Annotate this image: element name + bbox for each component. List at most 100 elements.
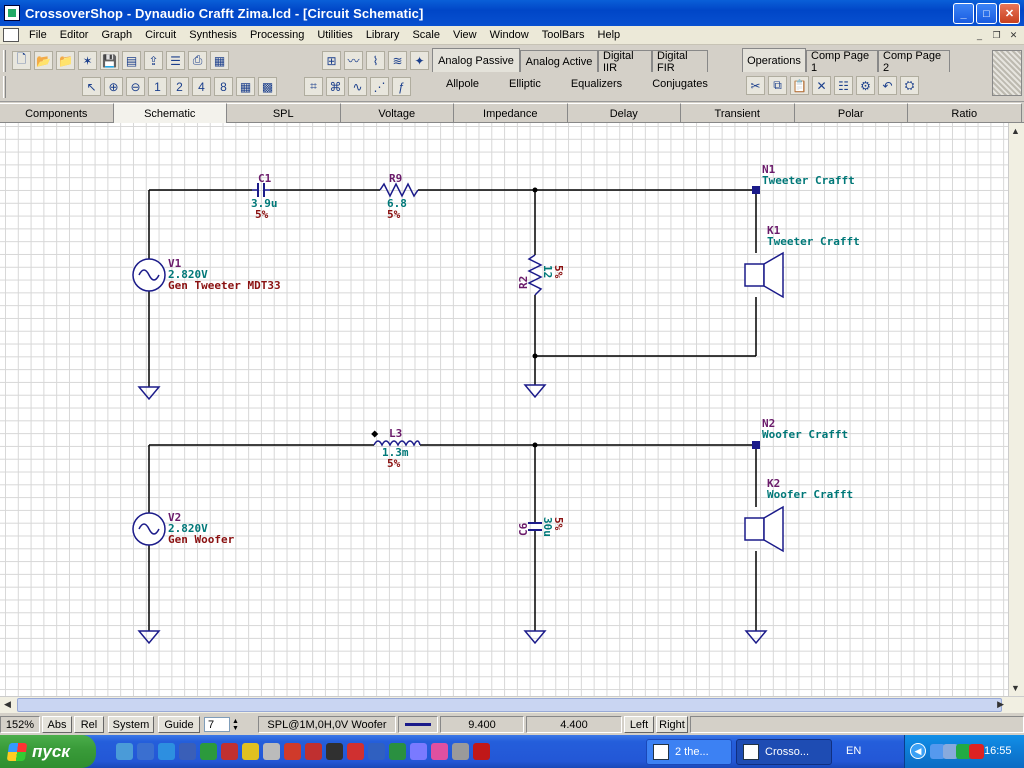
menu-synthesis[interactable]: Synthesis: [189, 29, 237, 41]
guide-input[interactable]: [204, 717, 230, 732]
resistor-r9[interactable]: R9 6.8 5%: [379, 172, 419, 221]
quick-launch-icon[interactable]: [347, 743, 364, 760]
quick-launch-icon[interactable]: [389, 743, 406, 760]
speaker-k2[interactable]: K2 Woofer Crafft: [744, 477, 853, 553]
zoom-1-icon[interactable]: 1: [148, 77, 167, 96]
menu-graph[interactable]: Graph: [101, 29, 133, 41]
start-button[interactable]: пуск: [0, 735, 96, 768]
guide-button[interactable]: Guide: [158, 716, 200, 733]
tab-comp-page-2[interactable]: Comp Page 2: [878, 50, 950, 74]
properties-icon[interactable]: ⚙: [856, 76, 875, 95]
tab-comp-page-1[interactable]: Comp Page 1: [806, 50, 878, 74]
wizard-icon[interactable]: ✶: [78, 51, 97, 70]
menu-scale[interactable]: Scale: [412, 29, 440, 41]
menu-file[interactable]: File: [29, 29, 47, 41]
chart-view-icon[interactable]: ⌇: [366, 51, 385, 70]
spin-down-icon[interactable]: ▼: [232, 724, 239, 732]
taskbar-item-other[interactable]: 2 the...: [646, 739, 732, 765]
tab-voltage[interactable]: Voltage: [340, 103, 454, 123]
abs-button[interactable]: Abs: [42, 716, 72, 733]
system-button[interactable]: System: [108, 716, 154, 733]
vertical-scrollbar[interactable]: ▲ ▼: [1008, 123, 1024, 696]
quick-launch-icon[interactable]: [473, 743, 490, 760]
tab-digital-fir[interactable]: Digital FIR: [652, 50, 708, 74]
inductor-l3[interactable]: L3 1.3m 5%: [371, 427, 421, 470]
horizontal-scrollbar[interactable]: ◀ ▶: [0, 696, 1024, 713]
close-button[interactable]: ✕: [999, 3, 1020, 24]
tab-operations[interactable]: Operations: [742, 48, 806, 72]
zoom-4-icon[interactable]: 4: [192, 77, 211, 96]
synthesis-equalizers[interactable]: Equalizers: [570, 78, 623, 90]
delete-icon[interactable]: ✕: [812, 76, 831, 95]
tray-icon[interactable]: [956, 744, 971, 759]
plot-1-icon[interactable]: ⌗: [304, 77, 323, 96]
quick-launch-icon[interactable]: [263, 743, 280, 760]
graph-view-icon[interactable]: 〰: [344, 51, 363, 70]
tab-transient[interactable]: Transient: [681, 103, 795, 123]
tab-ratio[interactable]: Ratio: [908, 103, 1022, 123]
paste-icon[interactable]: 📋: [790, 76, 809, 95]
spin-buttons[interactable]: ▲▼: [232, 718, 239, 732]
tab-delay[interactable]: Delay: [567, 103, 681, 123]
synthesis-allpole[interactable]: Allpole: [446, 78, 480, 90]
print-setup-icon[interactable]: ▦: [210, 51, 229, 70]
tab-schematic[interactable]: Schematic: [113, 103, 227, 123]
tab-analog-passive[interactable]: Analog Passive: [432, 48, 520, 72]
quick-launch-icon[interactable]: [326, 743, 343, 760]
scroll-down-icon[interactable]: ▼: [1011, 683, 1020, 693]
grid-fine-icon[interactable]: ▩: [258, 77, 277, 96]
circuit-view-icon[interactable]: ⊞: [322, 51, 341, 70]
voltage-source-v1[interactable]: V1 2.820V Gen Tweeter MDT33: [132, 257, 281, 292]
schematic-canvas[interactable]: C1 3.9u 5% R9 6.8 5% R2 12 5%: [0, 123, 1008, 696]
quick-launch-icon[interactable]: [158, 743, 175, 760]
menu-view[interactable]: View: [452, 29, 477, 41]
quick-launch-icon[interactable]: [305, 743, 322, 760]
left-button[interactable]: Left: [624, 716, 654, 733]
tab-analog-active[interactable]: Analog Active: [520, 50, 598, 72]
minimize-button[interactable]: _: [953, 3, 974, 24]
list-icon[interactable]: ☷: [834, 76, 853, 95]
menu-help[interactable]: Help: [597, 29, 621, 41]
quick-launch-icon[interactable]: [116, 743, 133, 760]
title-bar[interactable]: CrossoverShop - Dynaudio Crafft Zima.lcd…: [0, 0, 1024, 26]
synthesis-conjugates[interactable]: Conjugates: [652, 78, 708, 90]
plot-3-icon[interactable]: ∿: [348, 77, 367, 96]
document-icon[interactable]: [3, 28, 19, 42]
capacitor-c1[interactable]: C1 3.9u 5%: [251, 172, 278, 221]
tab-components[interactable]: Components: [0, 103, 114, 123]
scroll-up-icon[interactable]: ▲: [1011, 126, 1020, 136]
menu-utilities[interactable]: Utilities: [317, 29, 353, 41]
new-file-icon[interactable]: 🗋: [12, 51, 31, 70]
spin-up-icon[interactable]: ▲: [232, 717, 239, 725]
settings-icon[interactable]: ⛭: [900, 76, 919, 95]
open-folder-icon[interactable]: 📂: [34, 51, 53, 70]
menu-processing[interactable]: Processing: [249, 29, 305, 41]
copy-icon[interactable]: ⧉: [768, 76, 787, 95]
tab-impedance[interactable]: Impedance: [454, 103, 568, 123]
quick-launch-icon[interactable]: [284, 743, 301, 760]
quick-launch-icon[interactable]: [221, 743, 238, 760]
quick-launch-icon[interactable]: [431, 743, 448, 760]
zoom-out-icon[interactable]: ⊖: [126, 77, 145, 96]
grid-icon[interactable]: ▦: [236, 77, 255, 96]
tray-icon[interactable]: [943, 744, 958, 759]
tab-spl[interactable]: SPL: [227, 103, 341, 123]
synthesis-elliptic[interactable]: Elliptic: [509, 78, 541, 90]
rel-button[interactable]: Rel: [74, 716, 104, 733]
horizontal-scroll-thumb[interactable]: [17, 698, 1002, 712]
menu-circuit[interactable]: Circuit: [145, 29, 177, 41]
menu-library[interactable]: Library: [365, 29, 400, 41]
tab-digital-iir[interactable]: Digital IIR: [598, 50, 652, 74]
guide-stepper[interactable]: ▲▼: [204, 716, 256, 733]
mdi-minimize-button[interactable]: _: [976, 30, 982, 40]
right-button[interactable]: Right: [656, 716, 688, 733]
tray-icon[interactable]: [969, 744, 984, 759]
zoom-2-icon[interactable]: 2: [170, 77, 189, 96]
zoom-in-icon[interactable]: ⊕: [104, 77, 123, 96]
toolbar-grip[interactable]: [3, 76, 6, 98]
tray-icon[interactable]: [930, 744, 945, 759]
toolbar-grip[interactable]: [3, 50, 6, 72]
save-icon[interactable]: 💾: [100, 51, 119, 70]
export-icon[interactable]: ⇪: [144, 51, 163, 70]
cut-icon[interactable]: ✂: [746, 76, 765, 95]
